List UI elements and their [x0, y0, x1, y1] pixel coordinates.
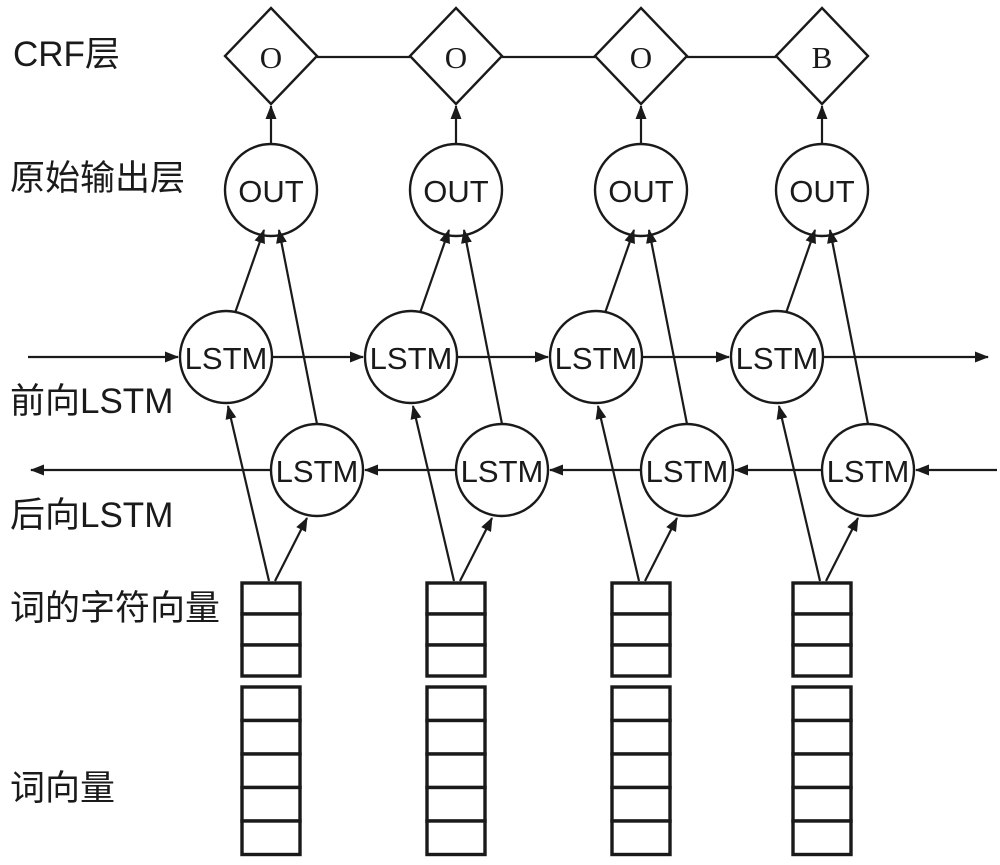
- charvec-to-backward-arrow: [825, 517, 859, 582]
- char-vector-cell: [425, 612, 487, 647]
- crf-tag-label: B: [812, 40, 833, 75]
- out-node-circle: [593, 142, 689, 238]
- backward-lstm-label: LSTM: [827, 454, 910, 489]
- label-crf-layer: CRF层: [13, 35, 120, 74]
- char-vector-cell: [240, 643, 302, 678]
- backward-to-out-arrow: [276, 229, 319, 425]
- word-vector-cell: [425, 752, 487, 790]
- char-vector-cell: [425, 581, 487, 616]
- crf-tag-label: O: [260, 40, 282, 75]
- crf-node-diamond: [408, 6, 504, 106]
- word-vector-cell: [425, 718, 487, 756]
- char-vector-cell: [240, 612, 302, 647]
- forward-to-out-arrow: [784, 229, 817, 314]
- crf-node-diamond: [774, 6, 870, 106]
- word-vector-cell: [240, 752, 302, 790]
- char-vector-cell: [610, 612, 672, 647]
- charvec-to-forward-arrow: [776, 405, 822, 582]
- charvec-to-backward-arrow: [459, 517, 493, 582]
- char-vector-cell: [791, 643, 853, 678]
- forward-lstm-label: LSTM: [555, 341, 638, 376]
- charvec-to-forward-arrow: [595, 405, 641, 582]
- label-raw-output-layer: 原始输出层: [10, 159, 186, 198]
- crf-tag-label: O: [445, 40, 467, 75]
- forward-lstm-node: [729, 309, 825, 405]
- word-vector-cell: [240, 785, 302, 823]
- word-vector-cell: [791, 685, 853, 723]
- char-vector-cell: [791, 612, 853, 647]
- crf-tag-label: O: [630, 40, 652, 75]
- backward-lstm-label: LSTM: [276, 454, 359, 489]
- backward-to-out-arrow: [646, 229, 689, 425]
- column-2: O OUT LSTM LSTM: [363, 6, 595, 857]
- crf-node-diamond: [223, 6, 319, 106]
- column-4: B OUT LSTM LSTM: [729, 6, 916, 857]
- out-node-circle: [223, 142, 319, 238]
- word-vector-cell: [610, 685, 672, 723]
- word-vector-cell: [610, 819, 672, 857]
- word-vector-cell: [425, 685, 487, 723]
- label-backward-lstm-layer: 后向LSTM: [10, 496, 174, 535]
- word-vector-cell: [610, 752, 672, 790]
- word-vector-cell: [425, 785, 487, 823]
- char-vector-cell: [610, 581, 672, 616]
- word-vector-cell: [791, 785, 853, 823]
- word-vector-cell: [610, 785, 672, 823]
- backward-to-out-arrow: [461, 229, 504, 425]
- word-vector-cell: [791, 718, 853, 756]
- word-vector-cell: [791, 752, 853, 790]
- column-3: O OUT LSTM LSTM: [548, 6, 776, 857]
- forward-lstm-label: LSTM: [736, 341, 819, 376]
- char-vector-cell: [240, 581, 302, 616]
- word-vector-cell: [610, 718, 672, 756]
- column-1: O OUT LSTM LSTM: [178, 6, 410, 857]
- backward-lstm-label: LSTM: [646, 454, 729, 489]
- label-word-char-vector-layer: 词的字符向量: [10, 589, 221, 628]
- backward-to-out-arrow: [827, 229, 870, 425]
- forward-lstm-label: LSTM: [185, 341, 268, 376]
- forward-lstm-label: LSTM: [370, 341, 453, 376]
- out-node-label: OUT: [608, 174, 674, 209]
- forward-to-out-arrow: [233, 229, 266, 314]
- charvec-to-forward-arrow: [410, 405, 456, 582]
- backward-lstm-label: LSTM: [461, 454, 544, 489]
- label-word-vector-layer: 词向量: [10, 769, 116, 808]
- word-vector-cell: [240, 819, 302, 857]
- out-node-label: OUT: [789, 174, 855, 209]
- word-vector-cell: [425, 819, 487, 857]
- charvec-to-forward-arrow: [225, 405, 271, 582]
- forward-lstm-node: [548, 309, 644, 405]
- out-node-label: OUT: [238, 174, 304, 209]
- word-vector-cell: [240, 718, 302, 756]
- out-node-label: OUT: [423, 174, 489, 209]
- crf-node-diamond: [593, 6, 689, 106]
- label-forward-lstm-layer: 前向LSTM: [10, 382, 174, 421]
- forward-lstm-node: [363, 309, 459, 405]
- forward-to-out-arrow: [418, 229, 451, 314]
- forward-to-out-arrow: [603, 229, 636, 314]
- word-vector-cell: [791, 819, 853, 857]
- out-node-circle: [774, 142, 870, 238]
- charvec-to-backward-arrow: [644, 517, 678, 582]
- out-node-circle: [408, 142, 504, 238]
- forward-lstm-node: [178, 309, 274, 405]
- char-vector-cell: [610, 643, 672, 678]
- char-vector-cell: [791, 581, 853, 616]
- charvec-to-backward-arrow: [274, 517, 308, 582]
- word-vector-cell: [240, 685, 302, 723]
- char-vector-cell: [425, 643, 487, 678]
